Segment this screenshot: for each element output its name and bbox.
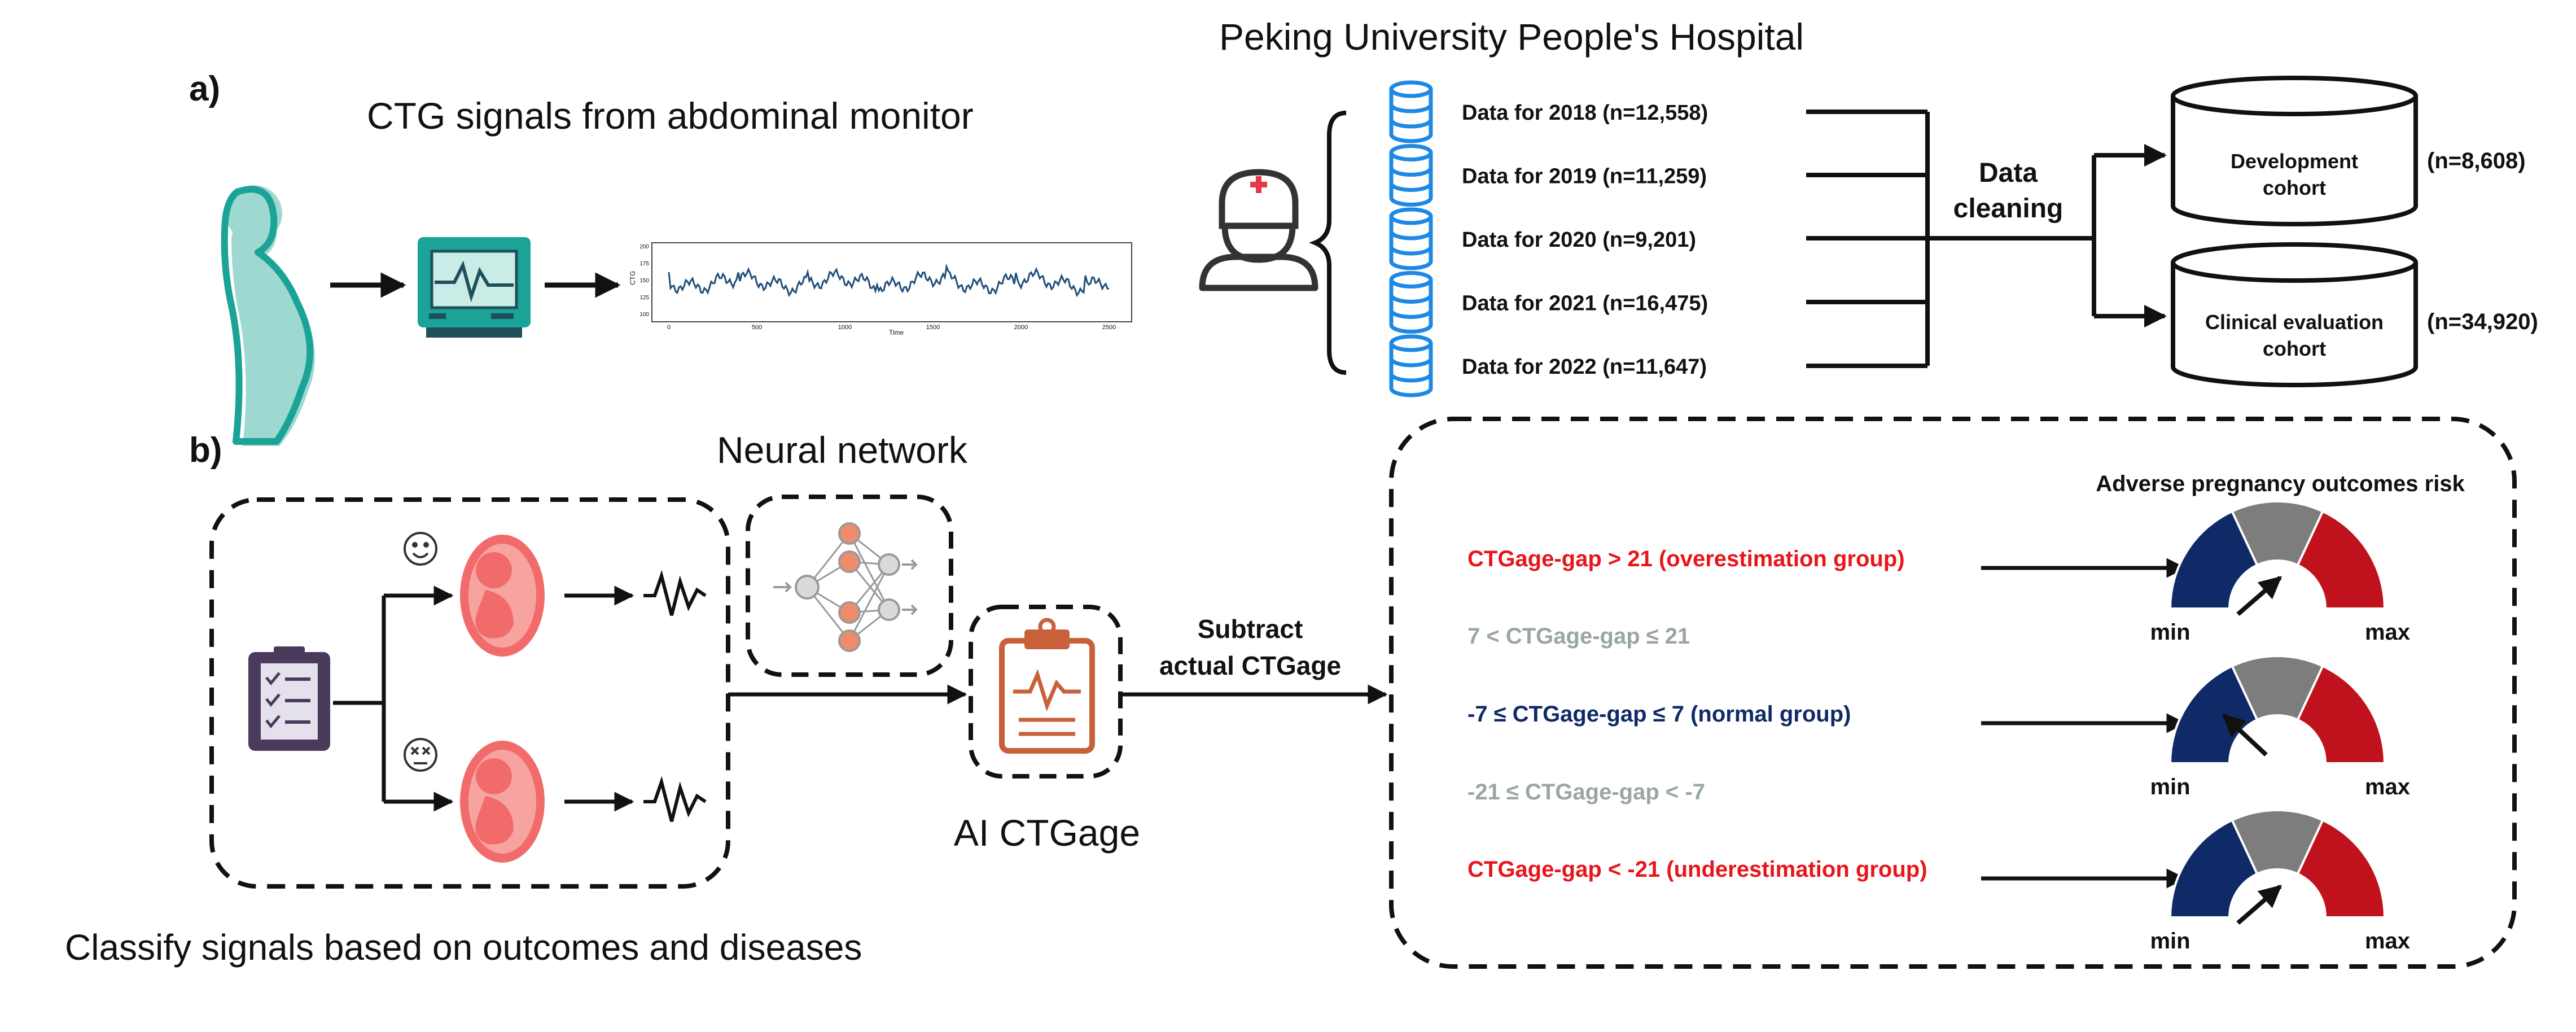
gauge-max-label: max [2365, 775, 2410, 799]
gauge-min-label: min [2150, 929, 2190, 954]
gauge-low-segment [2168, 664, 2259, 764]
ctg-ylabel: CTG [629, 271, 637, 285]
ctg-x-tick: 500 [752, 324, 762, 331]
gauge-min-label: min [2150, 620, 2190, 645]
doctor-icon [1199, 169, 1318, 291]
classification-box [209, 497, 730, 889]
subtract-label-2: actual CTGage [1159, 651, 1341, 680]
gauge-mid-segment [2231, 809, 2324, 876]
gauge-needle [2222, 714, 2268, 756]
classify-caption: Classify signals based on outcomes and d… [65, 927, 862, 968]
happy-face-icon [404, 532, 437, 566]
gap-group-label: -21 ≤ CTGage-gap < -7 [1467, 780, 1705, 804]
panel-b-label: b) [189, 431, 222, 470]
dataset-label: Data for 2021 (n=16,475) [1462, 292, 1708, 316]
risk-gauge: min max [2150, 500, 2410, 645]
fetus-adverse-icon [460, 741, 545, 863]
ctg-trace [668, 263, 1110, 298]
risk-gauge: min max [2150, 655, 2410, 799]
gauge-high-segment [2296, 664, 2386, 764]
neural-network-title: Neural network [717, 429, 968, 471]
ctg-y-tick: 175 [639, 261, 649, 267]
dizzy-face-icon [404, 738, 437, 772]
data-cleaning-label-1: Data [1979, 158, 2038, 188]
dataset-label: Data for 2019 (n=11,259) [1462, 165, 1707, 189]
classification-branch [333, 596, 386, 802]
gauge-low-segment [2168, 510, 2259, 610]
ctg-y-tick: 150 [639, 278, 649, 284]
clipboard-chart-icon [999, 618, 1095, 754]
ctg-x-tick: 2000 [1014, 324, 1028, 331]
development-cohort-cylinder [2171, 76, 2418, 226]
ctg-xlabel: Time [889, 329, 904, 336]
gap-group-label: -7 ≤ CTGage-gap ≤ 7 (normal group) [1467, 702, 1851, 727]
signal-wave-icon [643, 570, 707, 616]
ctg-y-tick: 125 [639, 295, 649, 301]
monitor-icon [418, 237, 531, 338]
data-cleaning-label-2: cleaning [1953, 194, 2064, 224]
hospital-title: Peking University People's Hospital [1219, 16, 1804, 58]
dataset-label: Data for 2020 (n=9,201) [1462, 228, 1696, 252]
dataset-label: Data for 2022 (n=11,647) [1462, 355, 1707, 379]
cleaning-merge-lines [1806, 110, 2096, 368]
ctg-y-tick: 200 [639, 244, 649, 250]
signal-wave-icon [643, 776, 707, 822]
gauge-min-label: min [2150, 775, 2190, 799]
ai-ctgage-box [969, 605, 1123, 779]
database-icon [1389, 207, 1433, 270]
ai-ctgage-label: AI CTGage [954, 812, 1140, 854]
gauge-mid-segment [2231, 655, 2324, 721]
risk-gauge: min max [2150, 809, 2410, 954]
clinical-cohort-label-1: Clinical evaluation [2205, 311, 2384, 334]
database-icon [1389, 144, 1433, 207]
development-cohort-label-2: cohort [2263, 176, 2326, 199]
outcomes-box [1389, 417, 2517, 969]
database-icon [1389, 80, 1433, 143]
development-cohort-label-1: Development [2231, 150, 2358, 173]
gauge-mid-segment [2231, 500, 2324, 567]
ctg-signals-title: CTG signals from abdominal monitor [367, 95, 974, 137]
neural-network-icon [773, 522, 918, 652]
gauge-needle [2236, 884, 2283, 925]
subtract-label-1: Subtract [1198, 614, 1303, 644]
gap-group-label: CTGage-gap > 21 (overestimation group) [1467, 546, 1905, 571]
pregnant-woman-icon [221, 185, 315, 446]
database-icon [1389, 271, 1433, 334]
fetus-healthy-icon [460, 535, 545, 657]
neural-network-box [746, 495, 953, 677]
dataset-label: Data for 2018 (n=12,558) [1462, 101, 1708, 125]
ctg-x-tick: 0 [667, 324, 671, 331]
clinical-cohort-count: (n=34,920) [2427, 309, 2538, 334]
ctg-x-tick: 2500 [1102, 324, 1116, 331]
development-cohort-count: (n=8,608) [2427, 148, 2526, 173]
ctg-y-tick: 100 [639, 312, 649, 318]
gap-group-label: CTGage-gap < -21 (underestimation group) [1467, 857, 1927, 882]
gauge-high-segment [2296, 510, 2386, 610]
dataset-brace [1309, 111, 1347, 375]
panel-a-label: a) [189, 69, 220, 108]
database-icon [1389, 334, 1433, 397]
clinical-cohort-cylinder [2171, 242, 2418, 387]
checklist-icon [248, 646, 330, 751]
gauge-low-segment [2168, 819, 2259, 919]
clinical-cohort-label-2: cohort [2263, 337, 2326, 360]
gauge-needle [2236, 575, 2283, 616]
gap-group-label: 7 < CTGage-gap ≤ 21 [1467, 624, 1690, 649]
ctg-x-tick: 1000 [838, 324, 852, 331]
gauge-high-segment [2296, 819, 2386, 919]
risk-title: Adverse pregnancy outcomes risk [2096, 471, 2465, 496]
gauge-max-label: max [2365, 929, 2410, 954]
gauge-max-label: max [2365, 620, 2410, 645]
ctg-signal-chart: 0 500 1000 1500 2000 2500 200 175 150 125 100 Tim… [629, 242, 1132, 336]
ctg-x-tick: 1500 [926, 324, 940, 331]
